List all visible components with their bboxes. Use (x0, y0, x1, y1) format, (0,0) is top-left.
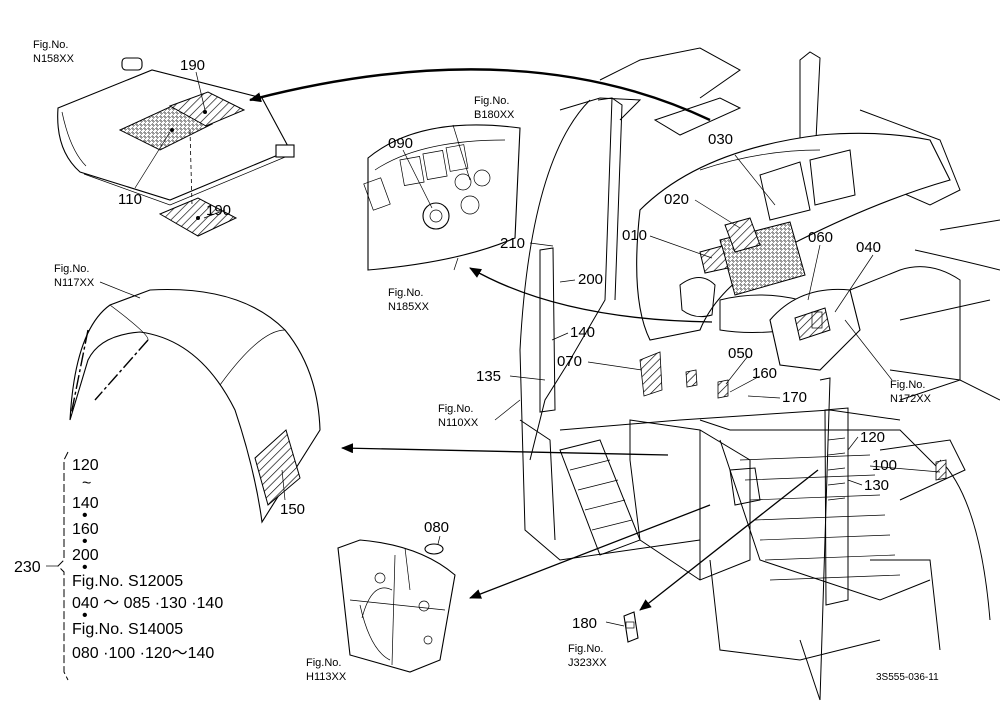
range-line: 140 (72, 495, 99, 512)
range-line: • (82, 559, 88, 576)
svg-text:Fig.No.: Fig.No. (890, 379, 925, 391)
svg-text:N117XX: N117XX (54, 277, 95, 289)
callout-190a: 190 (180, 57, 205, 74)
range-line: ~ (82, 475, 91, 492)
fig-ref-n158: Fig.No. N158XX (33, 39, 75, 65)
svg-text:N172XX: N172XX (890, 393, 932, 405)
leader-lines (494, 154, 941, 486)
svg-text:N185XX: N185XX (388, 301, 430, 313)
switch-panel-inset (363, 124, 521, 271)
svg-text:B180XX: B180XX (474, 109, 515, 121)
range-line: • (82, 507, 88, 524)
svg-text:Fig.No.: Fig.No. (388, 287, 423, 299)
range-list: 120 ~ 140 • 160 • 200 • Fig.No. S12005 0… (72, 457, 223, 662)
range-line: 080 ·100 ·120～140 (72, 645, 214, 662)
range-line: 200 (72, 547, 99, 564)
fig-ref-j323: Fig.No. J323XX (568, 643, 607, 669)
svg-text:Fig.No.: Fig.No. (306, 657, 341, 669)
svg-text:Fig.No.: Fig.No. (438, 403, 473, 415)
reference-arrows (249, 68, 819, 611)
side-panel-illustration (337, 535, 456, 673)
callout-135: 135 (476, 368, 501, 385)
callout-210: 210 (500, 235, 525, 252)
callout-110: 110 (118, 191, 142, 208)
callout-180: 180 (572, 615, 597, 632)
range-line: • (82, 607, 88, 624)
callout-040: 040 (856, 239, 881, 256)
callout-190b: 190 (206, 202, 231, 219)
fender-illustration (69, 281, 321, 524)
range-line: 040 ～ 085 ·130 ·140 (72, 595, 223, 612)
callout-140: 140 (570, 324, 595, 341)
svg-text:H113XX: H113XX (306, 671, 347, 683)
callout-030: 030 (708, 131, 733, 148)
callout-150: 150 (280, 501, 305, 518)
svg-text:N158XX: N158XX (33, 53, 75, 65)
range-label-230: 230 (14, 559, 41, 576)
fig-ref-n117: Fig.No. N117XX (54, 263, 95, 289)
cab-interior-illustration (519, 47, 1000, 701)
fig-ref-n172: Fig.No. N172XX (890, 379, 932, 405)
callout-060: 060 (808, 229, 833, 246)
callout-160: 160 (752, 365, 777, 382)
callout-170: 170 (782, 389, 807, 406)
sun-visor-illustration (57, 57, 295, 237)
fig-ref-h113: Fig.No. H113XX (306, 657, 347, 683)
svg-text:Fig.No.: Fig.No. (33, 39, 68, 51)
callout-120: 120 (860, 429, 885, 446)
callout-130: 130 (864, 477, 889, 494)
fig-ref-n185: Fig.No. N185XX (388, 287, 430, 313)
fig-ref-b180: Fig.No. B180XX (474, 95, 515, 121)
callout-070: 070 (557, 353, 582, 370)
svg-text:Fig.No.: Fig.No. (568, 643, 603, 655)
svg-text:N110XX: N110XX (438, 417, 479, 429)
range-line: • (82, 533, 88, 550)
range-line: Fig.No. S14005 (72, 621, 183, 638)
range-bracket (46, 451, 69, 681)
bracket-illustration (605, 611, 639, 643)
callout-050: 050 (728, 345, 753, 362)
svg-text:J323XX: J323XX (568, 657, 607, 669)
fig-ref-n110: Fig.No. N110XX (438, 403, 479, 429)
callout-020: 020 (664, 191, 689, 208)
range-line: 120 (72, 457, 99, 474)
svg-text:Fig.No.: Fig.No. (474, 95, 509, 107)
range-line: 160 (72, 521, 99, 538)
range-line: Fig.No. S12005 (72, 573, 183, 590)
callout-100: 100 (872, 457, 897, 474)
callout-200: 200 (578, 271, 603, 288)
svg-text:Fig.No.: Fig.No. (54, 263, 89, 275)
callout-080: 080 (424, 519, 449, 536)
callout-010: 010 (622, 227, 647, 244)
drawing-code: 3S555-036-11 (876, 672, 939, 683)
callout-090: 090 (388, 135, 413, 152)
